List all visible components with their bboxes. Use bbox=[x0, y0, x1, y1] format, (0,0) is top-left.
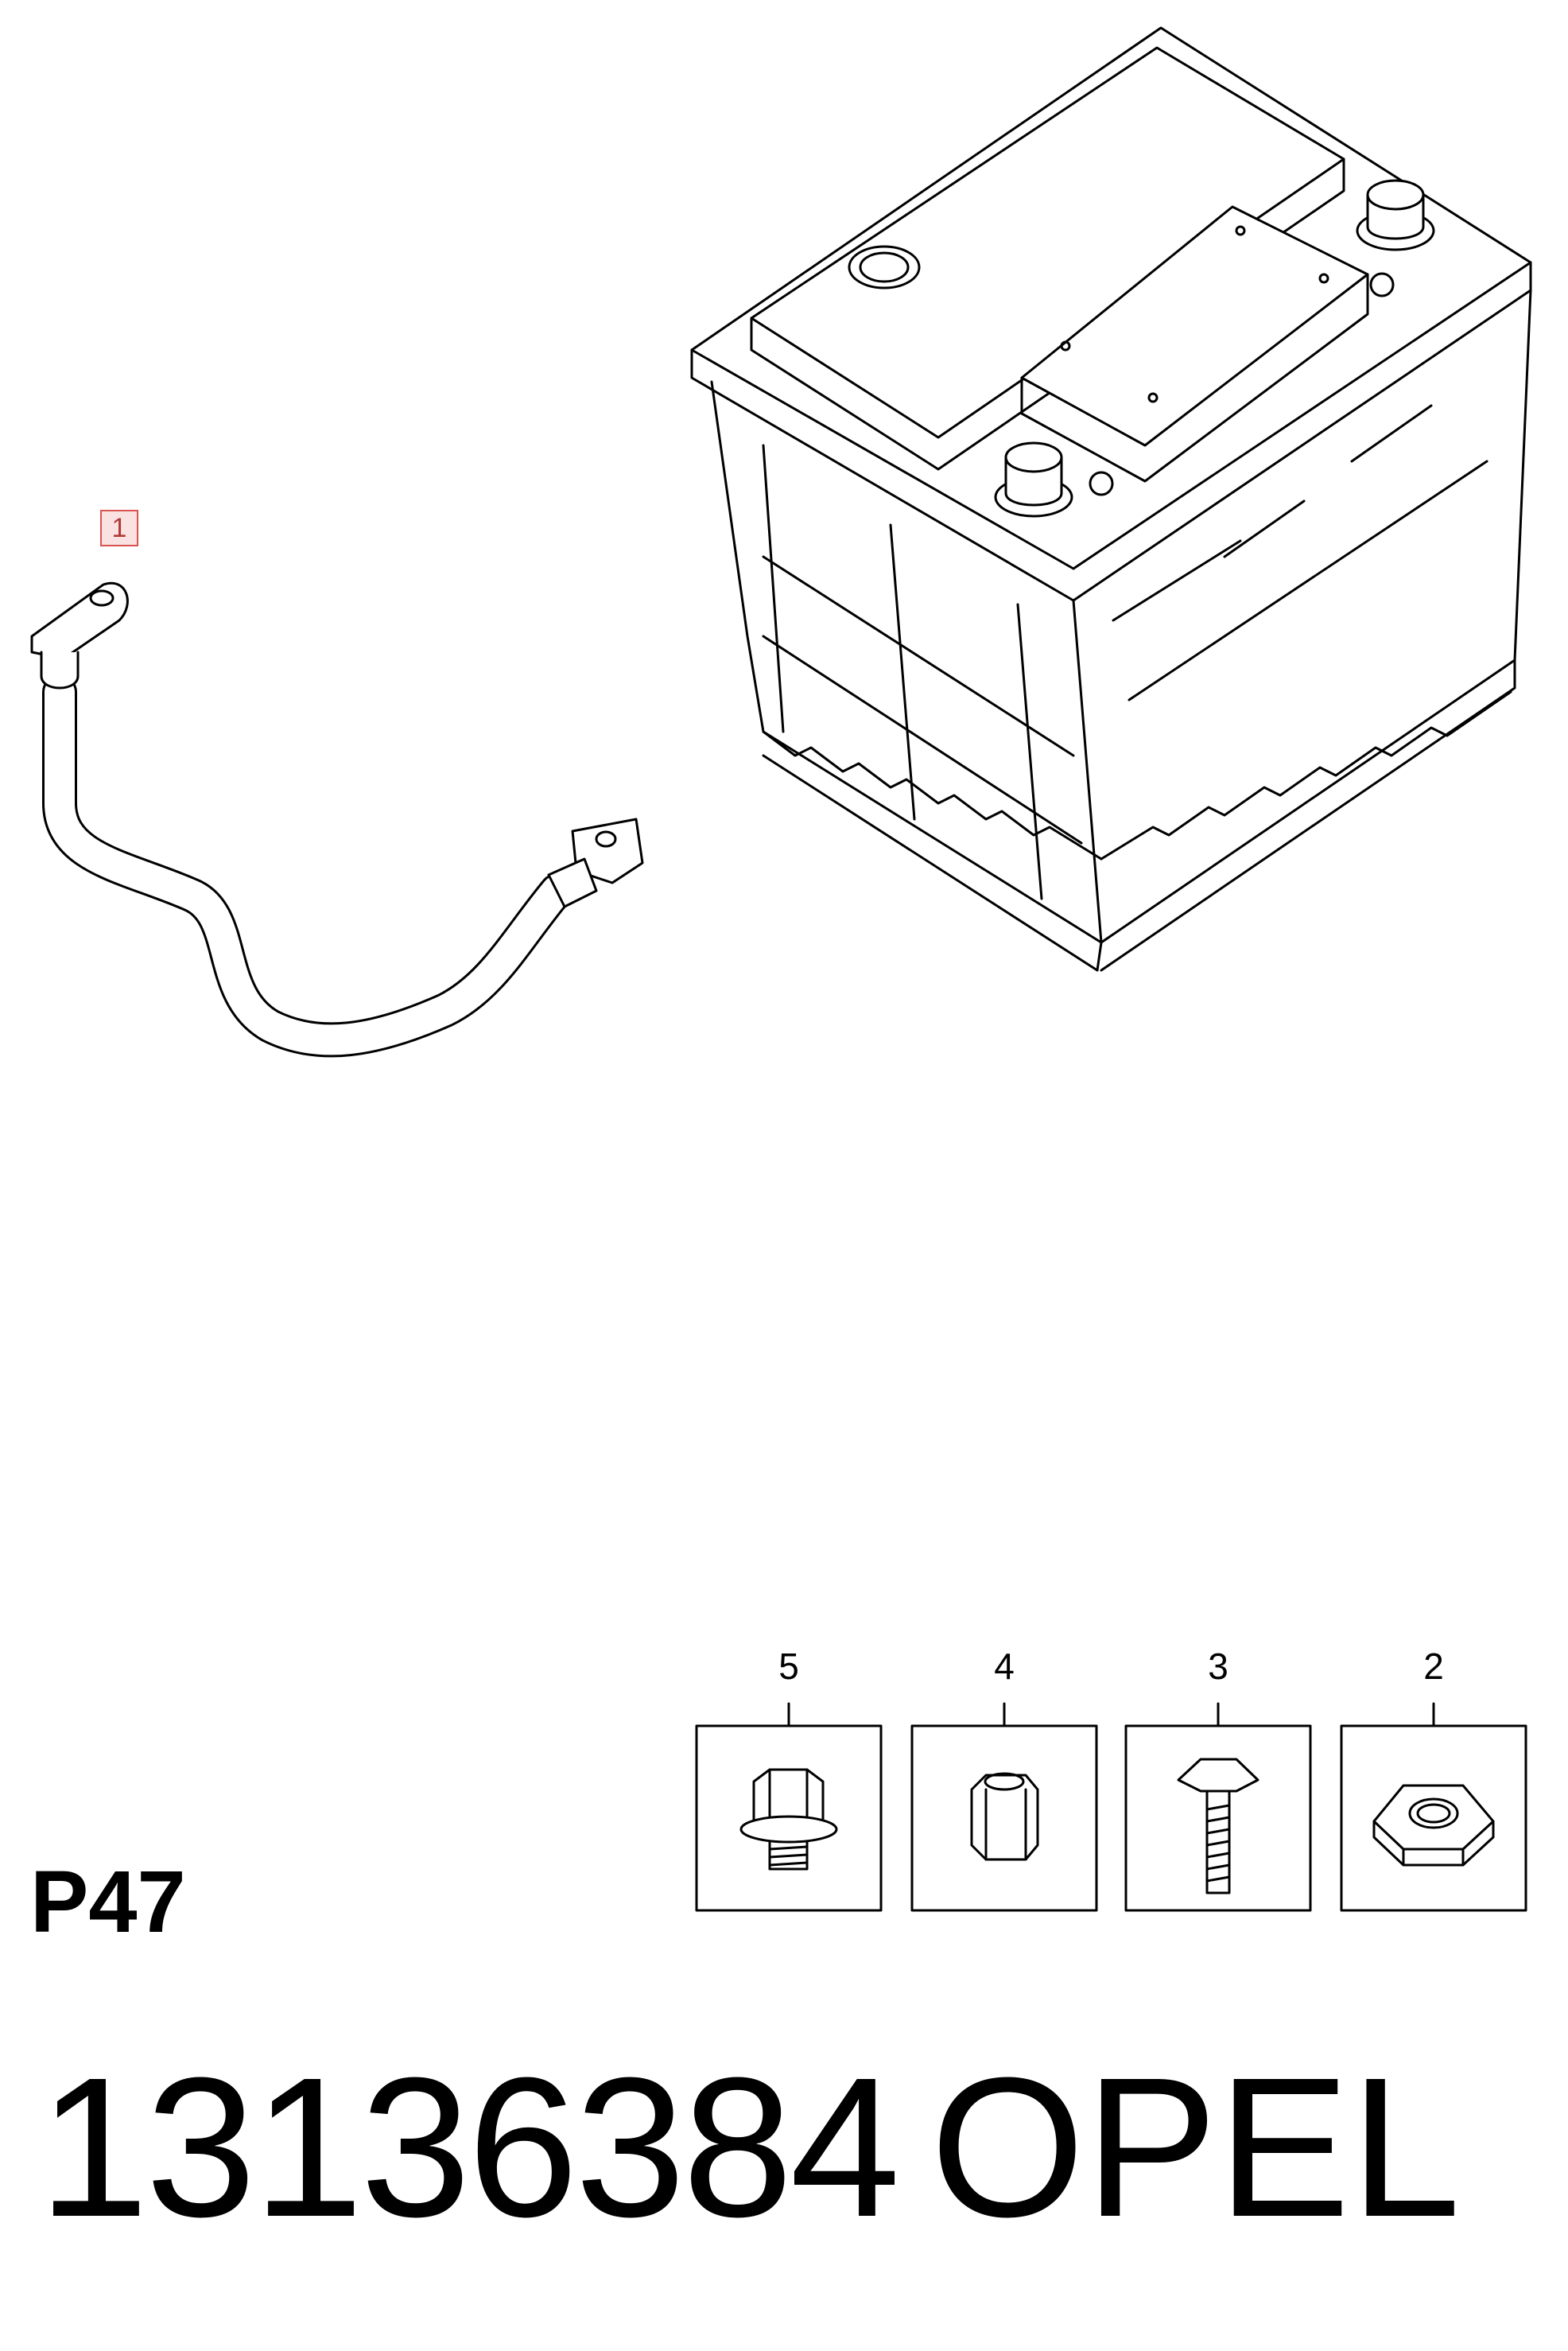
callout-1[interactable]: 1 bbox=[100, 510, 138, 546]
callout-3: 3 bbox=[1208, 1646, 1228, 1687]
positive-terminal bbox=[1356, 179, 1435, 251]
callout-2: 2 bbox=[1423, 1646, 1444, 1687]
part-number: 13136384 bbox=[38, 2036, 900, 2258]
fastener-box-2 bbox=[1340, 1702, 1527, 1912]
negative-terminal bbox=[994, 441, 1073, 518]
callout-5: 5 bbox=[778, 1646, 799, 1687]
battery-cable bbox=[30, 581, 644, 1058]
fastener-box-4 bbox=[910, 1702, 1098, 1912]
battery bbox=[690, 26, 1532, 972]
callout-4: 4 bbox=[994, 1646, 1015, 1687]
fastener-box-5 bbox=[695, 1702, 883, 1912]
fastener-box-3 bbox=[1124, 1702, 1312, 1912]
brand-name: OPEL bbox=[930, 2036, 1461, 2258]
page-code: P47 bbox=[30, 1853, 186, 1951]
